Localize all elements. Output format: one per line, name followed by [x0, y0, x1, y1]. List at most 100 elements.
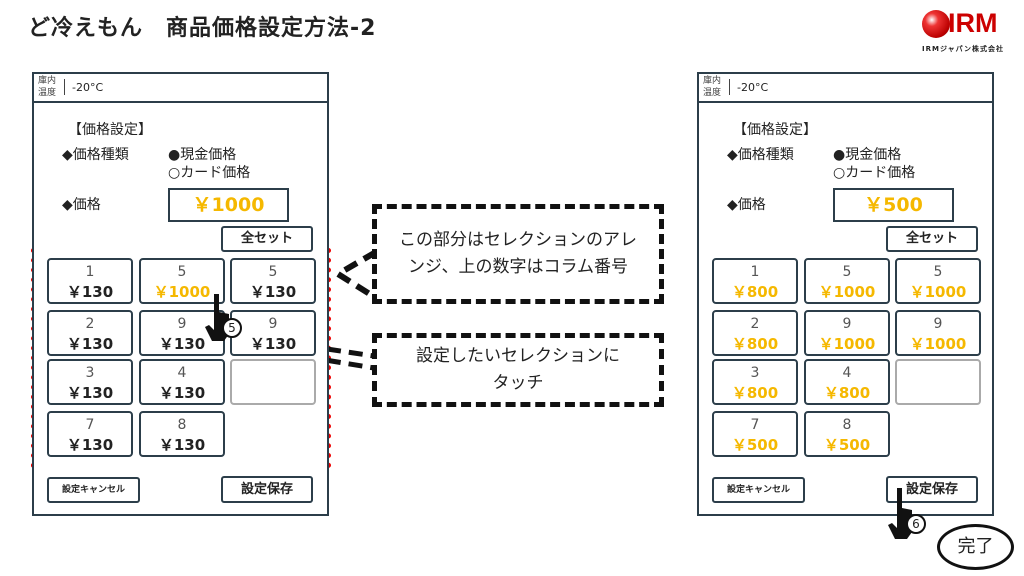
cell-price: ￥130: [66, 384, 114, 402]
cell-price: ￥130: [66, 436, 114, 454]
cell-price: ￥1000: [818, 283, 876, 301]
temp-label: 庫内温度: [703, 75, 721, 99]
selection-cell[interactable]: 5 ￥1000: [804, 258, 890, 304]
divider: [729, 79, 730, 95]
selection-cell[interactable]: 8 ￥500: [804, 411, 890, 457]
temp-label-line: 庫内: [38, 76, 57, 86]
done-label: 完了: [937, 524, 1014, 570]
divider: [64, 79, 65, 95]
logo-company: IRMジャパン株式会社: [922, 45, 1004, 53]
cell-price: ￥800: [731, 335, 779, 353]
selection-cell[interactable]: 7 ￥130: [47, 411, 133, 457]
cancel-settings-button[interactable]: 設定キャンセル: [712, 477, 805, 503]
logo-ball-icon: [922, 10, 950, 38]
cell-price: ￥130: [66, 335, 114, 353]
price-label: ◆価格: [727, 197, 766, 213]
set-all-button[interactable]: 全セット: [886, 226, 978, 252]
price-input[interactable]: ￥500: [833, 188, 954, 222]
save-settings-button[interactable]: 設定保存: [221, 476, 313, 503]
price-type-label: ◆価格種類: [62, 147, 129, 163]
cell-price: ￥500: [731, 436, 779, 454]
section-title: 【価格設定】: [733, 122, 817, 138]
radio-card-price[interactable]: ○カード価格: [168, 165, 251, 181]
cell-price: ￥130: [158, 436, 206, 454]
set-all-button[interactable]: 全セット: [221, 226, 313, 252]
column-number: 3: [85, 365, 95, 381]
callout-text: ンジ、上の数字はコラム番号: [408, 257, 628, 277]
column-number: 4: [177, 365, 187, 381]
selection-cell[interactable]: 9 ￥130: [230, 310, 316, 356]
step-6-badge: 6: [906, 514, 926, 534]
column-number: 2: [750, 316, 760, 332]
selection-cell[interactable]: 2 ￥130: [47, 310, 133, 356]
column-number: 9: [268, 316, 278, 332]
column-number: 5: [177, 264, 187, 280]
column-number: [897, 363, 979, 383]
selection-cell[interactable]: 3 ￥800: [712, 359, 798, 405]
cell-price: ￥130: [249, 335, 297, 353]
cell-price: ￥1000: [909, 335, 967, 353]
section-title: 【価格設定】: [68, 122, 152, 138]
radio-cash-price[interactable]: ●現金価格: [168, 147, 237, 163]
temperature-value: -20°C: [72, 81, 104, 94]
temp-label-line: 庫内: [703, 76, 722, 86]
selection-cell[interactable]: 7 ￥500: [712, 411, 798, 457]
selection-cell[interactable]: 9 ￥1000: [895, 310, 981, 356]
selection-cell[interactable]: 8 ￥130: [139, 411, 225, 457]
step-5-badge: 5: [222, 318, 242, 338]
selection-cell[interactable]: 2 ￥800: [712, 310, 798, 356]
selection-cell[interactable]: 5 ￥130: [230, 258, 316, 304]
cell-price: ￥130: [158, 384, 206, 402]
temp-label-line: 温度: [703, 88, 722, 98]
irm-logo: IRM IRMジャパン株式会社: [918, 6, 1018, 58]
temp-label: 庫内温度: [38, 75, 56, 99]
column-number: 9: [842, 316, 852, 332]
temp-label-line: 温度: [38, 88, 57, 98]
selection-cell[interactable]: 5 ￥1000: [895, 258, 981, 304]
page-title: ど冷えもん 商品価格設定方法-2: [28, 16, 377, 41]
cell-price: ￥800: [731, 283, 779, 301]
callout-selection-arrangement: この部分はセレクションのアレ ンジ、上の数字はコラム番号: [372, 204, 664, 304]
column-number: 4: [842, 365, 852, 381]
column-number: 7: [85, 417, 95, 433]
column-number: 7: [750, 417, 760, 433]
radio-cash-price[interactable]: ●現金価格: [833, 147, 902, 163]
cell-price: ￥1000: [153, 283, 211, 301]
selection-cell[interactable]: 4 ￥800: [804, 359, 890, 405]
callout-text: 設定したいセレクションに: [416, 346, 620, 366]
cell-price: ￥800: [731, 384, 779, 402]
logo-brand: IRM: [948, 8, 998, 38]
cell-price: ￥130: [249, 283, 297, 301]
cell-price: ￥800: [823, 384, 871, 402]
cell-price: ￥130: [66, 283, 114, 301]
cell-price: ￥130: [158, 335, 206, 353]
callout-1-pointer: [332, 249, 378, 301]
price-type-label: ◆価格種類: [727, 147, 794, 163]
column-number: [232, 363, 314, 383]
column-number: 1: [750, 264, 760, 280]
selection-cell[interactable]: 4 ￥130: [139, 359, 225, 405]
selection-cell[interactable]: 5 ￥1000: [139, 258, 225, 304]
temperature-header: 庫内温度 -20°C: [699, 74, 992, 103]
selection-cell[interactable]: 1 ￥130: [47, 258, 133, 304]
selection-cell[interactable]: [230, 359, 316, 405]
column-number: 8: [177, 417, 187, 433]
selection-cell[interactable]: [895, 359, 981, 405]
column-number: 5: [842, 264, 852, 280]
cancel-settings-button[interactable]: 設定キャンセル: [47, 477, 140, 503]
selection-cell[interactable]: 1 ￥800: [712, 258, 798, 304]
column-number: 9: [933, 316, 943, 332]
selection-cell[interactable]: 9 ￥1000: [804, 310, 890, 356]
price-input[interactable]: ￥1000: [168, 188, 289, 222]
column-number: 3: [750, 365, 760, 381]
temperature-value: -20°C: [737, 81, 769, 94]
selection-cell[interactable]: 3 ￥130: [47, 359, 133, 405]
radio-card-price[interactable]: ○カード価格: [833, 165, 916, 181]
cell-price: ￥500: [823, 436, 871, 454]
price-setting-screen: 庫内温度 -20°C 【価格設定】 ◆価格種類 ●現金価格 ○カード価格 ◆価格…: [32, 72, 329, 516]
cell-price: ￥1000: [818, 335, 876, 353]
column-number: 8: [842, 417, 852, 433]
column-number: 9: [177, 316, 187, 332]
price-label: ◆価格: [62, 197, 101, 213]
temperature-header: 庫内温度 -20°C: [34, 74, 327, 103]
